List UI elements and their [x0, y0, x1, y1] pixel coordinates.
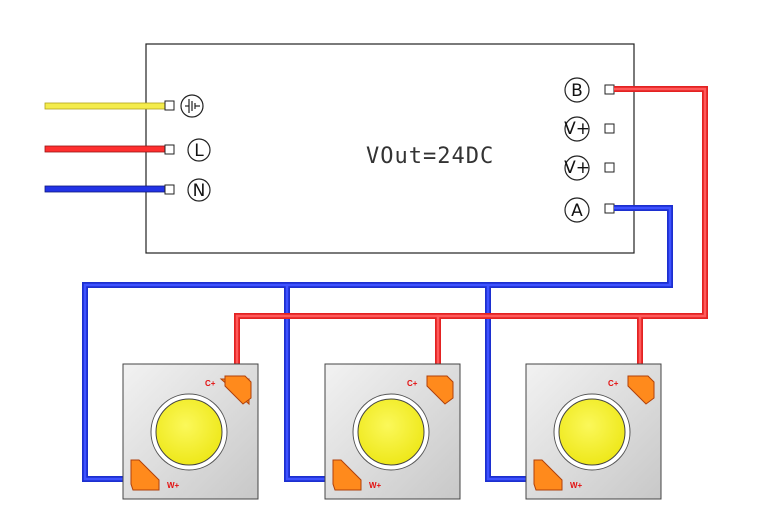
led-module: C+ W+ — [122, 363, 259, 500]
output-v2-label: V+ — [564, 158, 590, 178]
cathode-pad-shape — [224, 375, 252, 405]
anode-pad — [332, 459, 362, 491]
power-driver-box — [145, 43, 635, 254]
led-emitter — [558, 398, 626, 466]
led-emitter — [357, 398, 425, 466]
anode-pad — [130, 459, 160, 491]
cathode-pad-shape — [627, 375, 655, 405]
live-terminal-label: L — [194, 141, 204, 161]
output-v2-badge — [564, 155, 590, 181]
output-a-terminal — [604, 203, 615, 214]
neutral-terminal-label: N — [193, 181, 206, 201]
output-a-badge — [564, 197, 590, 223]
anode-label: W+ — [570, 481, 583, 490]
earth-terminal — [164, 100, 175, 111]
output-v1-label: V+ — [564, 119, 590, 139]
led-module: C+ W+ — [525, 363, 662, 500]
output-v2-terminal — [604, 162, 615, 173]
cathode-label: C+ — [608, 379, 619, 388]
neutral-terminal-badge — [187, 178, 211, 202]
output-b-label: B — [571, 81, 583, 101]
anode-pad — [533, 459, 563, 491]
output-a-label: A — [571, 201, 583, 221]
live-terminal-badge — [187, 138, 211, 162]
cathode-label: C+ — [407, 379, 418, 388]
output-v1-badge — [564, 116, 590, 142]
anode-label: W+ — [369, 481, 382, 490]
live-wire — [44, 145, 168, 153]
output-voltage-label: VOut=24DC — [366, 144, 494, 169]
earth-wire — [44, 102, 168, 110]
output-v1-terminal — [604, 123, 615, 134]
led-module: C+ W+ — [324, 363, 461, 500]
cathode-pad-shape — [426, 375, 454, 405]
red-output-wire — [234, 86, 708, 384]
live-terminal — [164, 144, 175, 155]
neutral-wire — [44, 185, 168, 193]
output-b-terminal — [604, 84, 615, 95]
led-emitter — [155, 398, 223, 466]
neutral-terminal — [164, 184, 175, 195]
earth-ground-icon — [180, 94, 204, 118]
anode-label: W+ — [167, 481, 180, 490]
output-b-badge — [564, 77, 590, 103]
cathode-label: C+ — [205, 379, 216, 388]
